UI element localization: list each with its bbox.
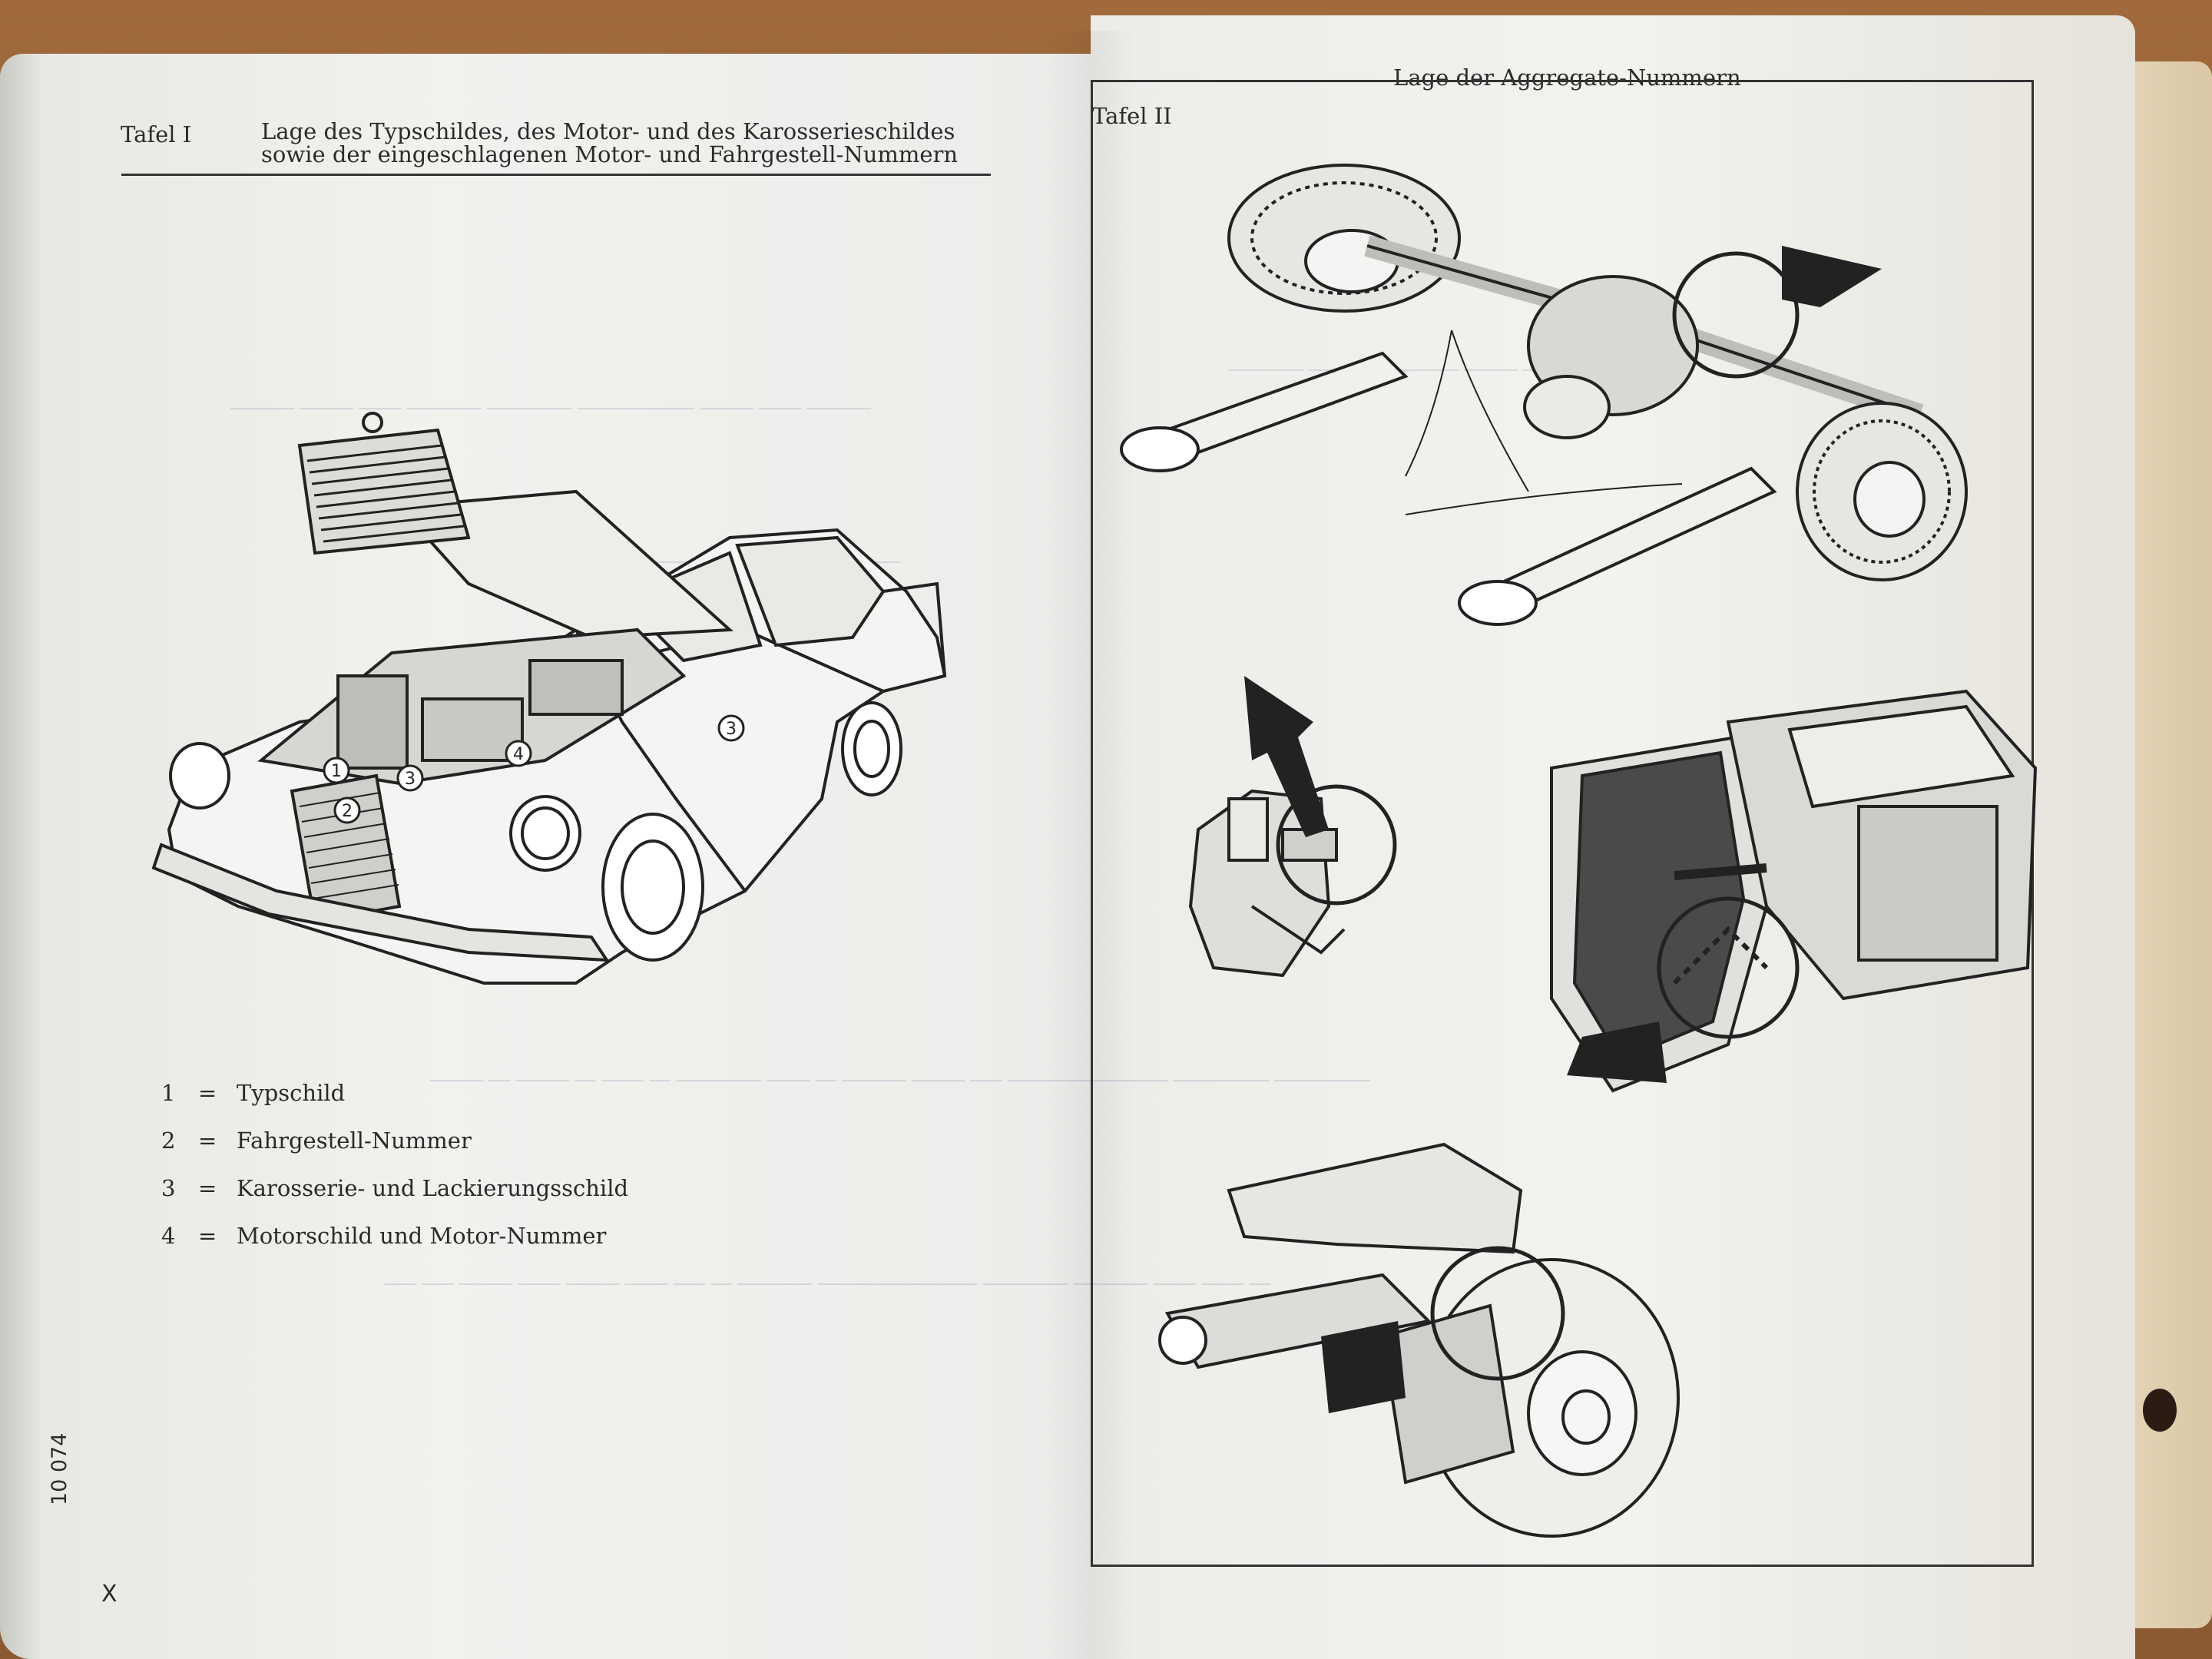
header-rule [121,174,991,176]
legend-item: 4 = Motorschild und Motor-Nummer [161,1223,607,1249]
page-letter: X [101,1581,118,1608]
legend-item: 1 = Typschild [161,1080,346,1106]
plate-title-line1: Lage des Typschildes, des Motor- und des… [261,118,955,144]
binder-hole [2143,1389,2177,1432]
plate-label-right: Tafel II [1092,103,1172,129]
bleed-through-text: ─── ─── ───── ──── ───── ──── ─── ── ───… [384,1275,1271,1295]
legend-text: Karosserie- und Lackierungsschild [237,1175,629,1201]
legend-item: 3 = Karosserie- und Lackierungsschild [161,1175,629,1201]
plate-label-left: Tafel I [121,121,192,147]
callout-4: 4 [513,745,524,764]
front-suspension-illustration [1158,1142,1680,1538]
plate-title-line2: sowie der eingeschlagenen Motor- und Fah… [261,141,959,167]
bleed-through-text: ────── ───── ──── ─────── ──────── ─────… [230,399,871,419]
legend-text: Typschild [237,1080,346,1106]
bleed-through-text: ───── ── ───── ── ──── ── ──────── ──── … [430,1071,1370,1091]
steering-box-illustration [1188,676,1397,978]
rear-axle-illustration [1120,164,1968,626]
legend-item: 2 = Fahrgestell-Nummer [161,1128,472,1154]
legend-text: Motorschild und Motor-Nummer [237,1223,607,1249]
callout-3: 3 [726,720,737,739]
callout-3: 3 [405,770,416,789]
legend-text: Fahrgestell-Nummer [237,1128,472,1154]
gearbox-illustration [1550,689,2038,1093]
callout-1: 1 [331,762,342,781]
callout-2: 2 [342,802,353,821]
plate-title-right: Lage der Aggregate-Nummern [1393,65,1741,91]
document-number: 10 074 [48,1432,71,1505]
car-illustration: 1 2 3 3 4 [151,412,947,985]
